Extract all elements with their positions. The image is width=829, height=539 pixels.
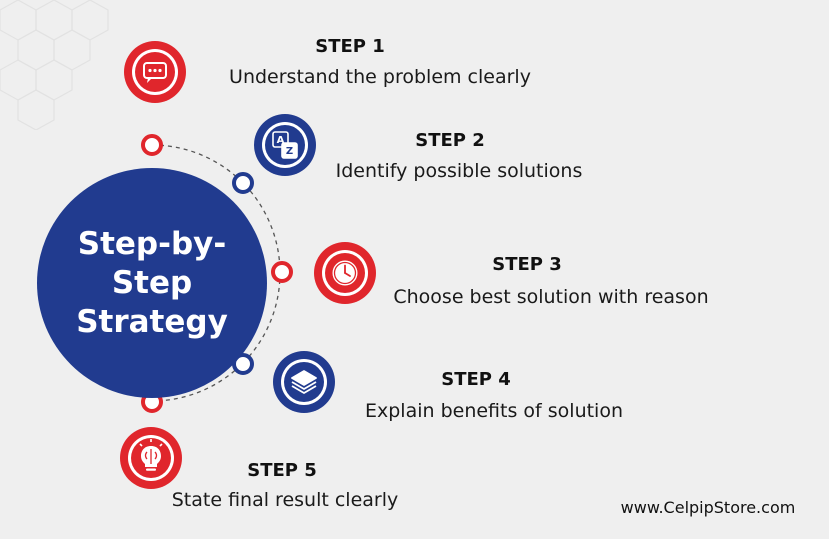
hexagon-pattern bbox=[0, 0, 109, 130]
lightbulb-brain-icon bbox=[139, 439, 163, 471]
connector-dot-2 bbox=[232, 172, 254, 194]
step-5-badge bbox=[120, 427, 182, 489]
step-3-badge bbox=[314, 242, 376, 304]
step-2-badge: A Z bbox=[254, 114, 316, 176]
step-3-title: STEP 3 bbox=[492, 254, 562, 275]
step-2-description: Identify possible solutions bbox=[335, 160, 583, 182]
chat-bubble-icon bbox=[143, 62, 167, 83]
clock-icon bbox=[332, 260, 358, 286]
svg-text:A: A bbox=[277, 135, 285, 146]
main-title-line-1: Step-by- bbox=[77, 225, 227, 262]
step-4-title: STEP 4 bbox=[441, 369, 511, 390]
step-4-badge bbox=[273, 351, 335, 413]
step-4-description: Explain benefits of solution bbox=[364, 400, 624, 422]
translate-az-icon: A Z bbox=[272, 131, 298, 159]
step-5-title: STEP 5 bbox=[247, 460, 317, 481]
layers-icon bbox=[291, 370, 317, 394]
step-1-badge bbox=[124, 41, 186, 103]
step-5-description: State final result clearly bbox=[171, 489, 399, 511]
connector-dot-1 bbox=[141, 134, 163, 156]
svg-text:Z: Z bbox=[286, 146, 293, 157]
central-circle: Step-by- Step Strategy bbox=[37, 168, 267, 398]
main-title-line-2: Step bbox=[111, 264, 193, 301]
main-title-line-3: Strategy bbox=[76, 303, 228, 340]
website-url: www.CelpipStore.com bbox=[620, 498, 796, 517]
connector-dot-3 bbox=[271, 261, 293, 283]
step-1-description: Understand the problem clearly bbox=[229, 66, 531, 88]
connector-dot-4 bbox=[232, 353, 254, 375]
step-2-title: STEP 2 bbox=[415, 130, 485, 151]
step-1-title: STEP 1 bbox=[315, 36, 385, 57]
step-3-description: Choose best solution with reason bbox=[393, 286, 709, 308]
main-title: Step-by- Step Strategy bbox=[67, 225, 237, 342]
